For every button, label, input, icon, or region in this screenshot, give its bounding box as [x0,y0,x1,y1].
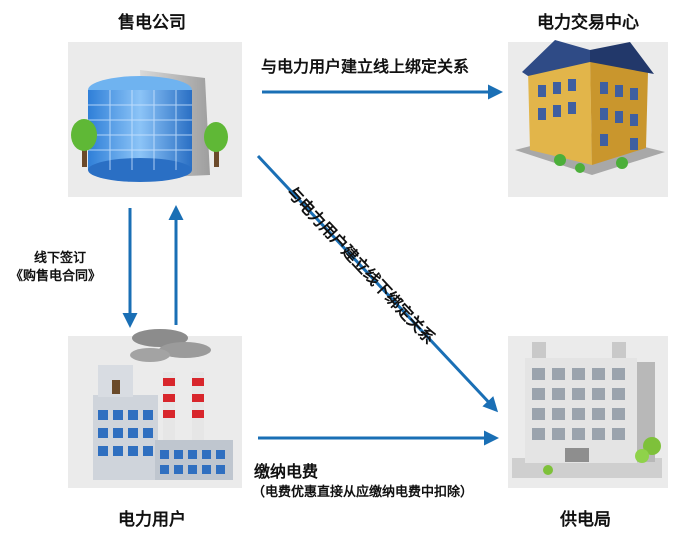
edge-label-contract-line2: 《购售电合同》 [10,269,102,284]
node-label-user: 电力用户 [118,510,186,530]
node-label-grid: 供电局 [560,510,611,530]
edge-label-payment-line2: （电费优惠直接从应缴纳电费中扣除） [252,485,474,500]
edge-label-online-binding: 与电力用户建立线上绑定关系 [261,57,470,76]
node-label-exchange: 电力交易中心 [537,13,639,33]
arrow-retailer-to-grid [256,154,499,413]
office-block-icon [512,342,662,478]
office-building-icon [71,70,228,182]
node-label-retailer: 售电公司 [118,13,186,33]
factory-icon [93,329,233,480]
edge-label-contract-line1: 线下签订 [34,251,87,266]
mansion-icon [515,40,665,175]
edge-label-payment-line1: 缴纳电费 [254,462,319,481]
